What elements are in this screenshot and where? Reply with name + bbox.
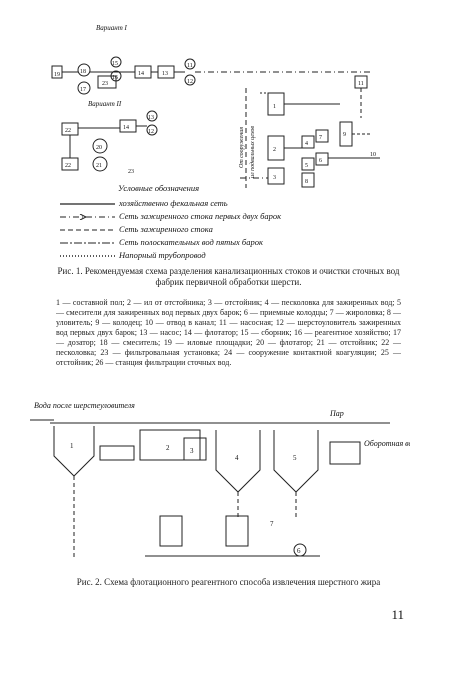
svg-text:4: 4 bbox=[305, 141, 308, 147]
svg-text:20: 20 bbox=[96, 145, 102, 151]
svg-text:6: 6 bbox=[297, 547, 301, 555]
svg-text:9: 9 bbox=[343, 132, 346, 138]
svg-text:22: 22 bbox=[65, 163, 71, 169]
svg-text:22: 22 bbox=[65, 128, 71, 134]
svg-text:13: 13 bbox=[162, 71, 168, 77]
svg-text:18: 18 bbox=[80, 69, 86, 75]
svg-text:12: 12 bbox=[187, 79, 193, 85]
legend-swatch-dashdot bbox=[60, 242, 115, 244]
variant-1-label: Вариант I bbox=[96, 24, 128, 32]
svg-text:21: 21 bbox=[96, 163, 102, 169]
legend-item: Сеть полоскательных вод пятых барок bbox=[60, 237, 263, 247]
svg-text:19: 19 bbox=[54, 72, 60, 78]
svg-text:2: 2 bbox=[273, 147, 276, 153]
legend-title: Условные обозначения bbox=[118, 183, 200, 193]
svg-text:12: 12 bbox=[148, 129, 154, 135]
svg-text:2: 2 bbox=[166, 444, 170, 452]
svg-text:1: 1 bbox=[70, 442, 74, 450]
figure-2-scheme: 1 2 3 4 5 6 7 Вода после шерстеуловителя Пар… bbox=[30, 401, 410, 558]
svg-text:14: 14 bbox=[123, 125, 129, 131]
svg-text:4: 4 bbox=[235, 454, 239, 462]
outlet-label: Оборотная вода bbox=[364, 439, 410, 448]
svg-text:8: 8 bbox=[305, 179, 308, 185]
vertical-label-b: ил подвальных цехов bbox=[249, 126, 256, 178]
svg-text:15: 15 bbox=[112, 61, 118, 67]
legend-item: хозяйственно фекальная сеть bbox=[60, 198, 228, 208]
svg-text:10: 10 bbox=[370, 152, 376, 158]
svg-text:23: 23 bbox=[128, 169, 134, 175]
legend-item: Сеть зажиренного стока bbox=[60, 224, 213, 234]
svg-text:3: 3 bbox=[190, 447, 194, 455]
svg-text:13: 13 bbox=[148, 115, 154, 121]
page-number: 11 bbox=[391, 607, 404, 622]
svg-text:1: 1 bbox=[273, 104, 276, 110]
svg-text:11: 11 bbox=[187, 63, 193, 69]
svg-text:6: 6 bbox=[319, 158, 322, 164]
legend-swatch-dashed bbox=[60, 229, 115, 231]
figure-1-caption-body: 1 — составной пол; 2 — ил от отстойника;… bbox=[56, 298, 401, 367]
svg-text:3: 3 bbox=[273, 175, 276, 181]
svg-text:7: 7 bbox=[319, 135, 322, 141]
svg-text:5: 5 bbox=[305, 163, 308, 169]
variant-2-label: Вариант II bbox=[88, 100, 122, 108]
legend-swatch-solid bbox=[60, 203, 115, 205]
figure-1-caption-title: Рис. 1. Рекомендуемая схема разделения к… bbox=[57, 266, 400, 287]
svg-text:16: 16 bbox=[112, 75, 118, 81]
inlet-label: Вода после шерстеуловителя bbox=[34, 401, 135, 410]
legend-swatch-dashdot-arrow bbox=[60, 214, 115, 221]
figure-2-caption-title: Рис. 2. Схема флотационного реагентного … bbox=[76, 577, 381, 587]
legend-swatch-dotted bbox=[60, 255, 115, 257]
svg-text:11: 11 bbox=[358, 81, 364, 87]
svg-text:7: 7 bbox=[270, 520, 274, 528]
svg-text:17: 17 bbox=[80, 87, 86, 93]
vertical-label-a: От сооружения bbox=[239, 127, 245, 168]
legend-item: Сеть зажиренного стока первых двух барок bbox=[60, 211, 281, 221]
legend-item: Напорный трубопровод bbox=[60, 250, 206, 260]
steam-label: Пар bbox=[329, 409, 344, 418]
svg-text:5: 5 bbox=[293, 454, 297, 462]
svg-text:23: 23 bbox=[102, 81, 108, 87]
svg-text:14: 14 bbox=[138, 71, 144, 77]
